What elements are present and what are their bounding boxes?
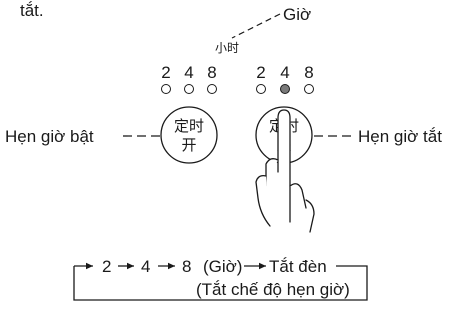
on-indicator-8 bbox=[207, 84, 217, 94]
cycle-n2: 2 bbox=[102, 257, 111, 276]
on-hour-4: 4 bbox=[184, 63, 193, 82]
cycle-loop-line bbox=[73, 265, 368, 301]
timer-off-label: Hẹn giờ tắt bbox=[358, 127, 442, 146]
timer-on-button[interactable] bbox=[160, 106, 218, 164]
cycle-unit: (Giờ) bbox=[203, 257, 242, 276]
on-hour-8: 8 bbox=[207, 63, 216, 82]
unit-label-zh: 小时 bbox=[215, 41, 239, 55]
off-indicator-8 bbox=[304, 84, 314, 94]
on-hour-2: 2 bbox=[161, 63, 170, 82]
cycle-n8: 8 bbox=[182, 257, 191, 276]
off-hour-2: 2 bbox=[256, 63, 265, 82]
cycle-end: Tắt đèn bbox=[269, 257, 327, 276]
unit-leader-line bbox=[231, 13, 281, 39]
off-hour-8: 8 bbox=[304, 63, 313, 82]
off-hour-4: 4 bbox=[280, 63, 289, 82]
cycle-n4: 4 bbox=[141, 257, 150, 276]
on-indicator-2 bbox=[161, 84, 171, 94]
cycle-note: (Tắt chế độ hẹn giờ) bbox=[196, 280, 350, 299]
off-indicator-2 bbox=[256, 84, 266, 94]
off-indicator-4 bbox=[280, 84, 290, 94]
pointing-hand-icon bbox=[255, 109, 315, 233]
on-indicator-4 bbox=[184, 84, 194, 94]
timer-on-button-line1: 定时 bbox=[174, 117, 204, 135]
text-fragment: tắt. bbox=[20, 1, 44, 20]
unit-label-vi: Giờ bbox=[283, 5, 311, 24]
timer-on-label: Hẹn giờ bật bbox=[5, 127, 94, 146]
timer-on-button-line2: 开 bbox=[181, 136, 196, 154]
